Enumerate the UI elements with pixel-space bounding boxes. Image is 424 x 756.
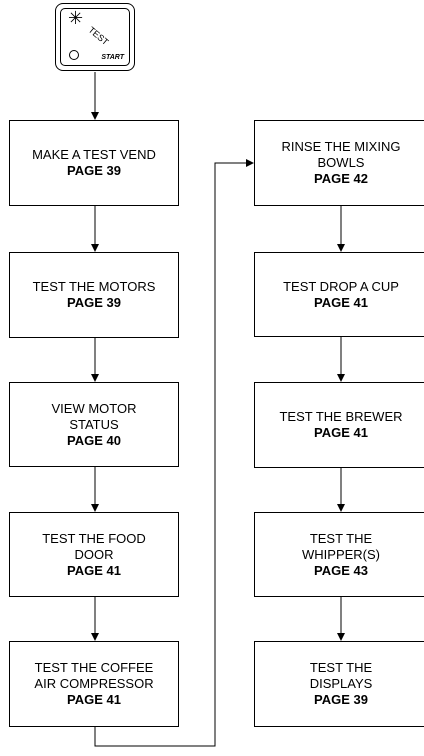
step-page: PAGE 39 xyxy=(67,163,121,178)
step-view-motor-status: VIEW MOTOR STATUS PAGE 40 xyxy=(9,382,179,467)
circle-icon xyxy=(69,50,79,60)
step-test-motors: TEST THE MOTORS PAGE 39 xyxy=(9,252,179,338)
step-test-coffee-air-compressor: TEST THE COFFEE AIR COMPRESSOR PAGE 41 xyxy=(9,641,179,727)
step-page: PAGE 41 xyxy=(67,562,121,578)
step-page: PAGE 43 xyxy=(314,562,368,578)
key-face: ✳ TEST START xyxy=(60,8,130,66)
step-text: BOWLS xyxy=(317,155,365,170)
step-text: TEST THE xyxy=(309,530,373,546)
step-text: DISPLAYS xyxy=(309,676,373,691)
step-text: TEST DROP A CUP xyxy=(283,278,399,294)
arrow-compressor-to-rinse xyxy=(94,159,254,747)
step-text: TEST THE xyxy=(309,660,373,675)
asterisk-icon: ✳ xyxy=(68,8,84,28)
step-test-displays: TEST THE DISPLAYS PAGE 39 xyxy=(254,641,424,727)
key-test-label: TEST xyxy=(86,24,111,48)
step-make-test-vend: MAKE A TEST VEND PAGE 39 xyxy=(9,120,179,206)
step-text: VIEW MOTOR xyxy=(51,400,137,416)
key-start-label: START xyxy=(101,54,124,61)
step-text: DOOR xyxy=(74,546,114,562)
step-text: WHIPPER(S) xyxy=(302,546,380,562)
step-text: TEST THE COFFEE xyxy=(34,660,154,675)
step-test-food-door: TEST THE FOOD DOOR PAGE 41 xyxy=(9,512,179,597)
step-text: TEST THE BREWER xyxy=(279,409,403,424)
step-page: PAGE 42 xyxy=(314,171,368,186)
step-page: PAGE 41 xyxy=(314,294,368,310)
test-start-key: ✳ TEST START xyxy=(55,3,135,71)
step-text: MAKE A TEST VEND xyxy=(32,147,156,162)
step-test-brewer: TEST THE BREWER PAGE 41 xyxy=(254,382,424,468)
step-test-whippers: TEST THE WHIPPER(S) PAGE 43 xyxy=(254,512,424,597)
step-text: AIR COMPRESSOR xyxy=(34,676,154,691)
step-test-drop-cup: TEST DROP A CUP PAGE 41 xyxy=(254,252,424,337)
step-rinse-mixing-bowls: RINSE THE MIXING BOWLS PAGE 42 xyxy=(254,120,424,206)
step-page: PAGE 41 xyxy=(67,692,121,707)
step-page: PAGE 41 xyxy=(314,425,368,440)
step-text: STATUS xyxy=(69,416,119,432)
step-page: PAGE 39 xyxy=(67,295,121,310)
step-text: TEST THE FOOD xyxy=(42,530,146,546)
step-page: PAGE 39 xyxy=(314,692,368,707)
step-text: TEST THE MOTORS xyxy=(32,279,156,294)
step-text: RINSE THE MIXING xyxy=(281,139,401,154)
step-page: PAGE 40 xyxy=(67,432,121,448)
